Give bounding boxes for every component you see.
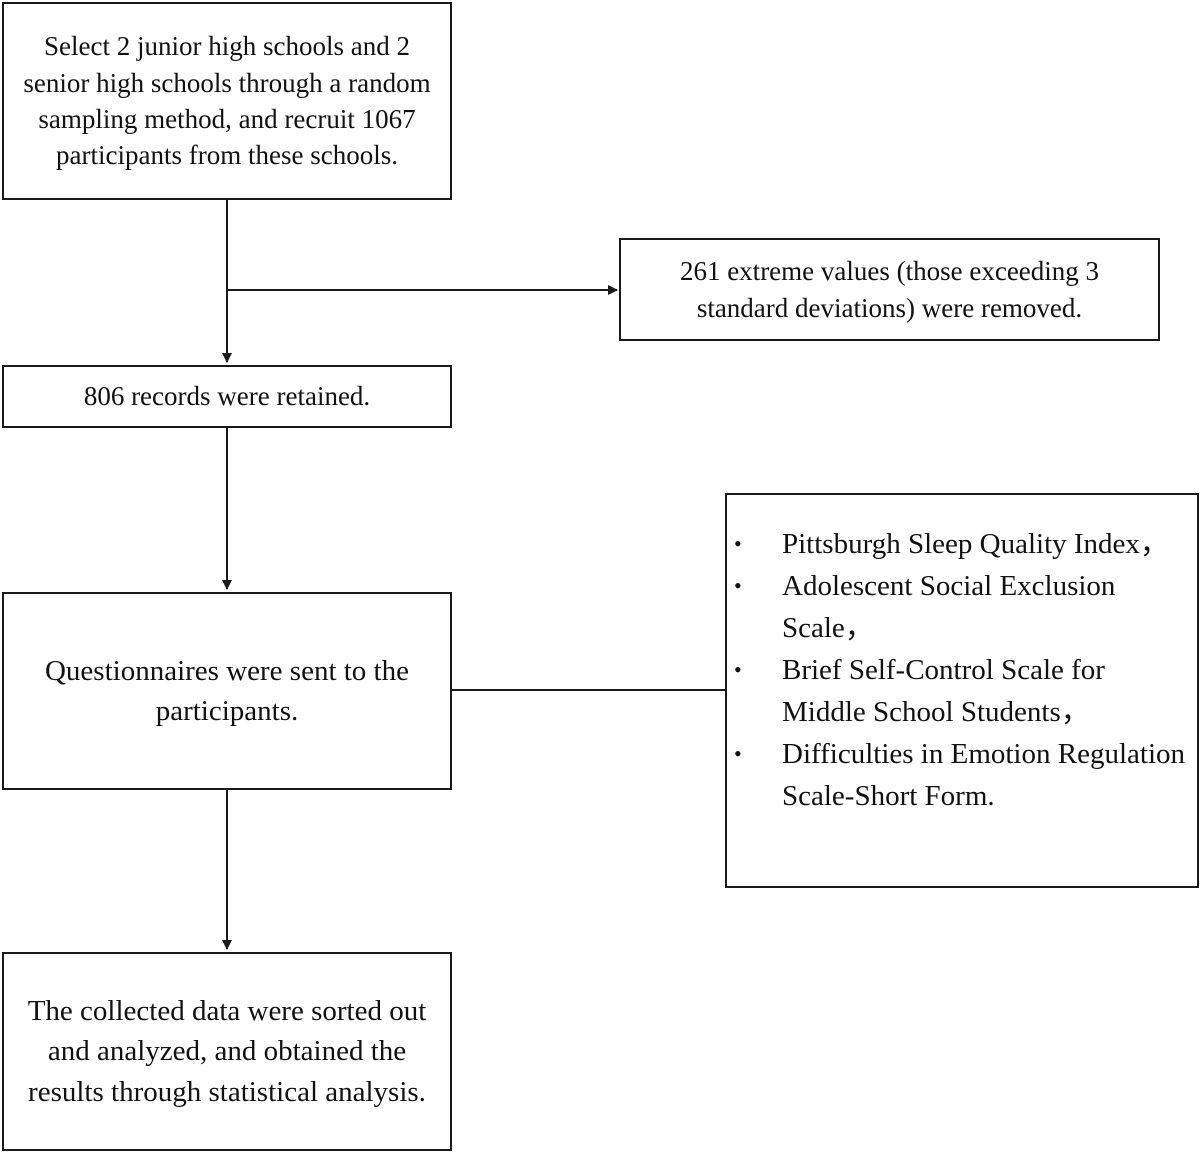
scale-item-emotion-regulation: • Difficulties in Emotion Regulation Sca… — [731, 733, 1189, 817]
removed-values-box: 261 extreme values (those exceeding 3 st… — [619, 238, 1160, 341]
recruit-step-text: Select 2 junior high schools and 2 senio… — [23, 31, 431, 171]
retained-records-box: 806 records were retained. — [2, 365, 452, 428]
results-step-text: The collected data were sorted out and a… — [27, 995, 427, 1108]
scale-label: Pittsburgh Sleep Quality Index， — [782, 528, 1169, 560]
bullet-icon: • — [734, 657, 742, 682]
removed-values-text: 261 extreme values (those exceeding 3 st… — [679, 256, 1100, 323]
scales-list-box: • Pittsburgh Sleep Quality Index， • Adol… — [725, 493, 1199, 888]
scale-label: Adolescent Social Exclusion Scale， — [782, 570, 1116, 644]
bullet-icon: • — [734, 741, 742, 766]
bullet-icon: • — [734, 573, 742, 598]
scale-item-self-control: • Brief Self-Control Scale for Middle Sc… — [731, 649, 1189, 733]
results-step-box: The collected data were sorted out and a… — [2, 952, 452, 1151]
retained-records-text: 806 records were retained. — [83, 380, 371, 411]
scale-label: Difficulties in Emotion Regulation Scale… — [782, 738, 1185, 812]
bullet-icon: • — [734, 531, 742, 556]
questionnaire-step-text: Questionnaires were sent to the particip… — [44, 654, 409, 727]
scales-list: • Pittsburgh Sleep Quality Index， • Adol… — [727, 495, 1197, 817]
scale-item-psqi: • Pittsburgh Sleep Quality Index， — [731, 523, 1189, 565]
scale-item-social-exclusion: • Adolescent Social Exclusion Scale， — [731, 565, 1189, 649]
recruit-step-box: Select 2 junior high schools and 2 senio… — [2, 2, 452, 200]
scale-label: Brief Self-Control Scale for Middle Scho… — [782, 654, 1105, 728]
questionnaire-step-box: Questionnaires were sent to the particip… — [2, 592, 452, 790]
